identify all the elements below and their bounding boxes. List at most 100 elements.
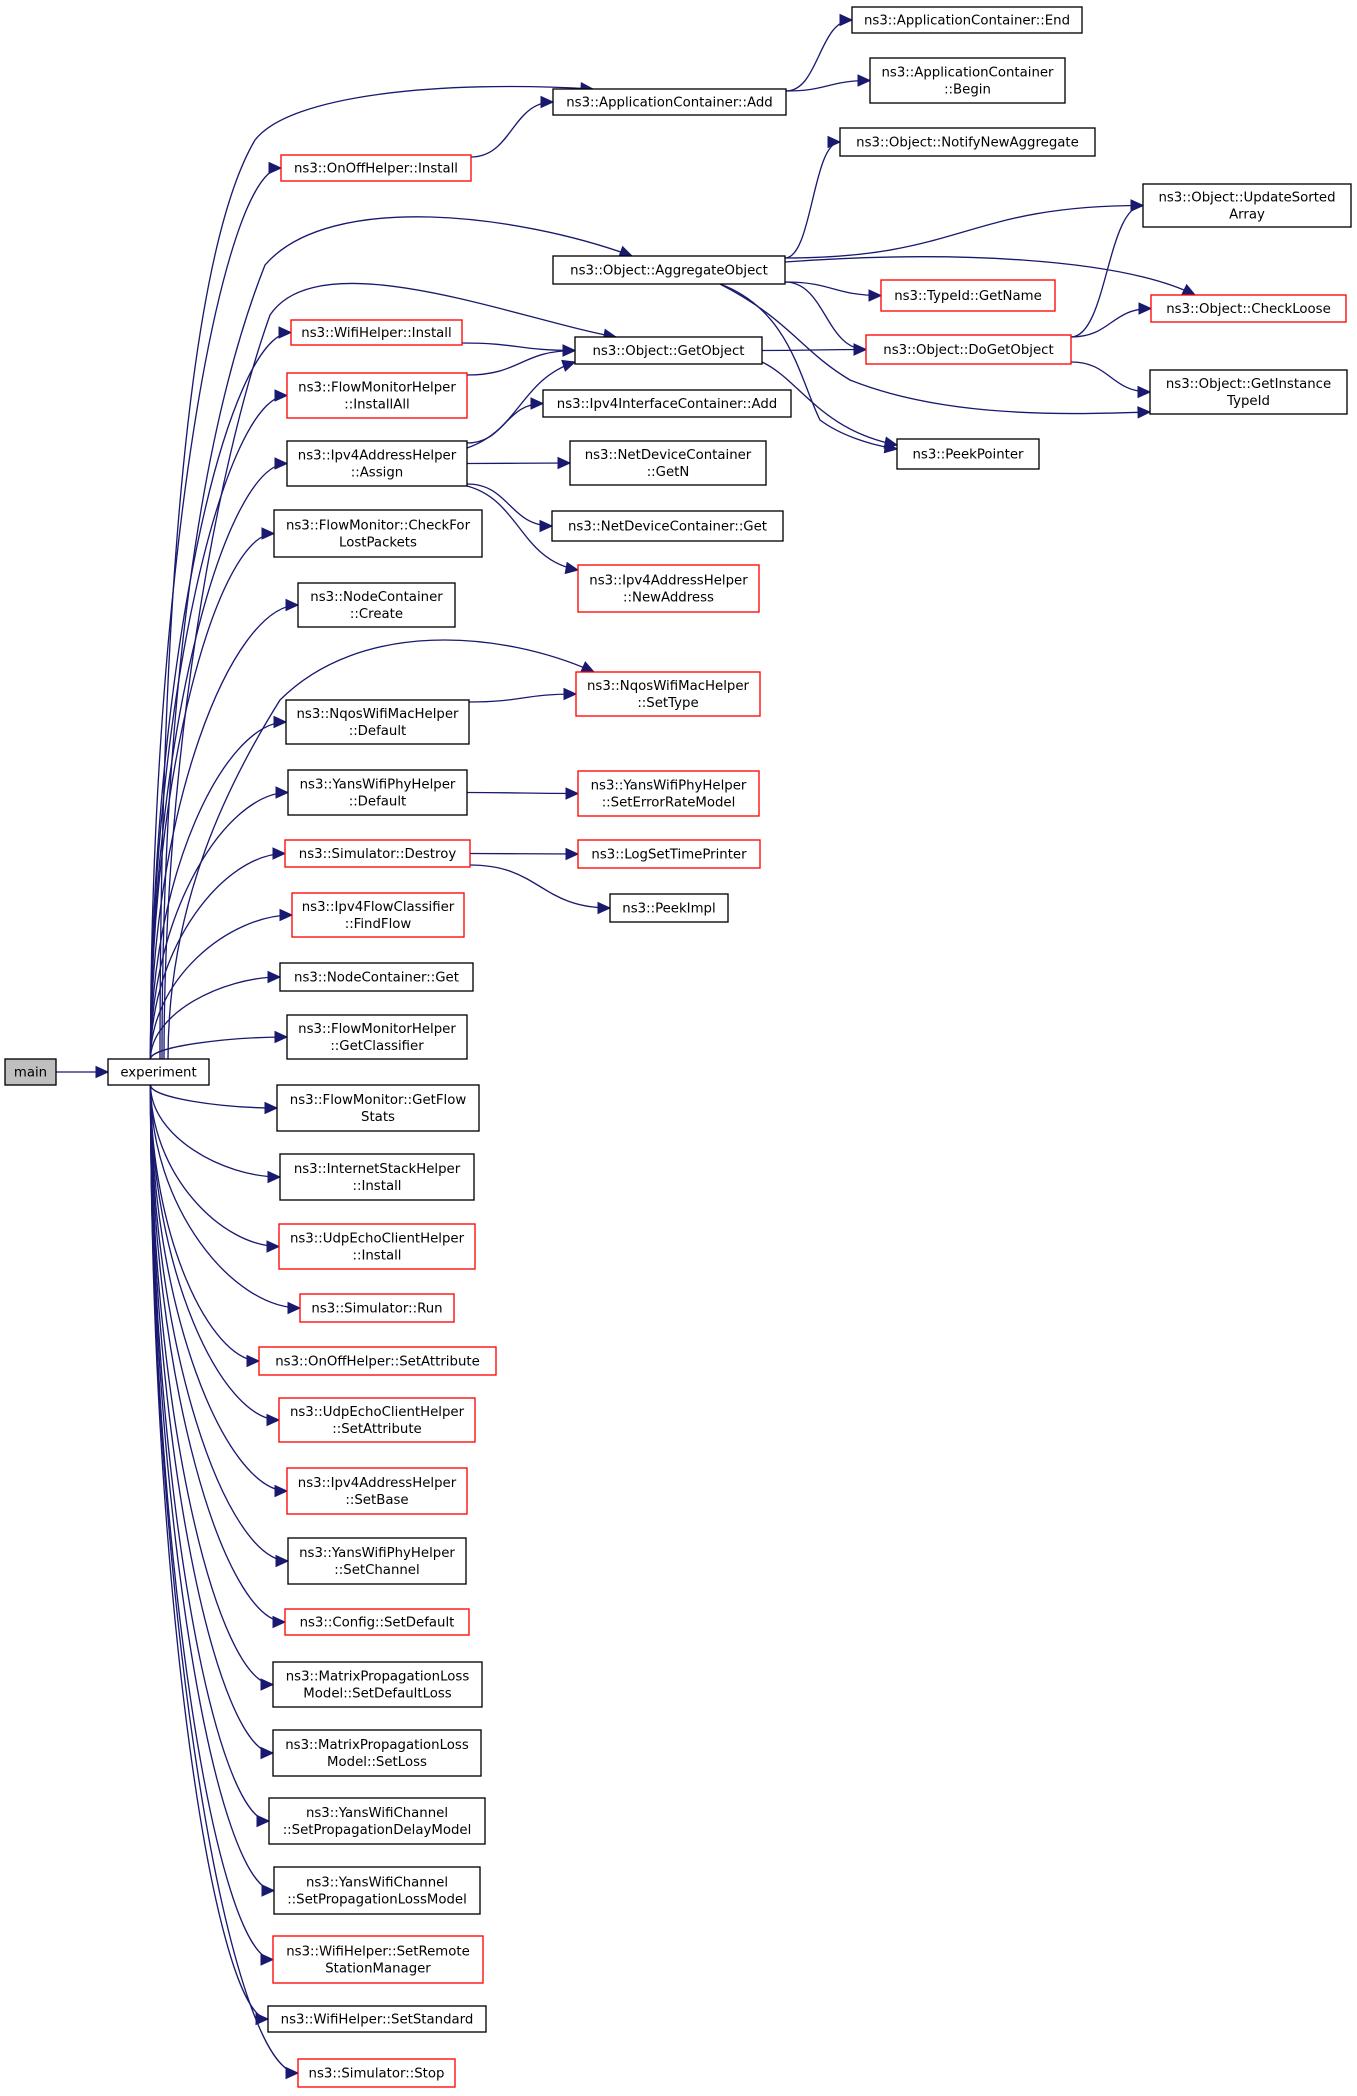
node-obj-checkloose[interactable]: ns3::Object::CheckLoose xyxy=(1150,294,1347,323)
edge-line xyxy=(149,1084,270,1822)
node-ndc-getn[interactable]: ns3::NetDeviceContainer::GetN xyxy=(569,440,767,486)
node-onoff-install[interactable]: ns3::OnOffHelper::Install xyxy=(280,154,472,182)
node-onoff-setattr[interactable]: ns3::OnOffHelper::SetAttribute xyxy=(258,1346,497,1376)
edge-wifi_install-to-obj_getobject xyxy=(461,342,577,357)
node-label: ns3::FlowMonitorHelper xyxy=(298,1022,456,1037)
node-label: ns3::ApplicationContainer::Add xyxy=(566,96,773,111)
node-label: ns3::OnOffHelper::SetAttribute xyxy=(275,1355,480,1370)
node-fmh-getclassifier[interactable]: ns3::FlowMonitorHelper::GetClassifier xyxy=(286,1014,468,1060)
node-label: ns3::FlowMonitorHelper xyxy=(298,381,456,396)
node-label: ns3::PeekImpl xyxy=(622,902,715,917)
arrowhead-icon xyxy=(285,598,300,612)
node-label: ::SetErrorRateModel xyxy=(602,796,736,811)
node-label: ns3::FlowMonitor::GetFlow xyxy=(290,1093,467,1108)
node-label: ::SetChannel xyxy=(334,1563,419,1578)
node-peekimpl[interactable]: ns3::PeekImpl xyxy=(609,893,729,923)
node-yans-seterr[interactable]: ns3::YansWifiPhyHelper::SetErrorRateMode… xyxy=(577,770,760,817)
node-experiment[interactable]: experiment xyxy=(107,1058,210,1086)
edge-line xyxy=(468,693,577,703)
node-ipv4ah-newaddr[interactable]: ns3::Ipv4AddressHelper::NewAddress xyxy=(577,564,760,613)
node-label: ns3::YansWifiChannel xyxy=(306,1806,448,1821)
node-label: ::SetPropagationLossModel xyxy=(287,1893,467,1908)
edge-line xyxy=(785,79,871,92)
node-nc-create[interactable]: ns3::NodeContainer::Create xyxy=(297,582,456,628)
node-box xyxy=(577,564,760,613)
node-label: ::SetBase xyxy=(345,1493,408,1508)
node-wifi-setstandard[interactable]: ns3::WifiHelper::SetStandard xyxy=(267,2005,487,2033)
edge-ac_add-to-ac_end xyxy=(785,13,854,92)
edge-experiment-to-onoff_setattr xyxy=(149,1084,261,1368)
node-yans-default[interactable]: ns3::YansWifiPhyHelper::Default xyxy=(287,769,468,816)
node-sim-run[interactable]: ns3::Simulator::Run xyxy=(299,1293,455,1323)
node-ywc-setloss[interactable]: ns3::YansWifiChannel::SetPropagationLoss… xyxy=(273,1866,481,1915)
node-ndc-get[interactable]: ns3::NetDeviceContainer::Get xyxy=(551,510,784,542)
node-label: ns3::Ipv4AddressHelper xyxy=(298,1476,457,1491)
node-ywc-setdelay[interactable]: ns3::YansWifiChannel::SetPropagationDela… xyxy=(268,1797,486,1845)
arrowhead-icon xyxy=(564,561,580,575)
node-logsettime[interactable]: ns3::LogSetTimePrinter xyxy=(577,839,761,869)
node-box xyxy=(297,582,456,628)
node-label: ns3::WifiHelper::Install xyxy=(301,326,451,341)
node-main[interactable]: main xyxy=(4,1058,57,1086)
node-obj-dogetobject[interactable]: ns3::Object::DoGetObject xyxy=(865,334,1072,365)
node-obj-aggregate[interactable]: ns3::Object::AggregateObject xyxy=(552,255,786,285)
node-fmh-installall[interactable]: ns3::FlowMonitorHelper::InstallAll xyxy=(286,372,468,419)
node-box xyxy=(551,510,784,542)
node-ish-install[interactable]: ns3::InternetStackHelper::Install xyxy=(279,1153,475,1201)
node-obj-notify[interactable]: ns3::Object::NotifyNewAggregate xyxy=(839,127,1096,157)
node-ac-end[interactable]: ns3::ApplicationContainer::End xyxy=(851,6,1083,34)
node-sim-destroy[interactable]: ns3::Simulator::Destroy xyxy=(284,839,471,868)
edge-obj_aggregate-to-obj_update xyxy=(784,199,1145,259)
edge-line xyxy=(149,394,288,1060)
arrowhead-icon xyxy=(274,389,289,402)
node-typeid-getname[interactable]: ns3::TypeId::GetName xyxy=(880,279,1056,312)
node-peekpointer[interactable]: ns3::PeekPointer xyxy=(896,438,1040,470)
node-config-setdefault[interactable]: ns3::Config::SetDefault xyxy=(284,1608,470,1636)
edge-obj_aggregate-to-peekpointer xyxy=(719,283,899,454)
node-box xyxy=(285,699,470,745)
node-box xyxy=(297,2058,456,2088)
node-label: ns3::Object::CheckLoose xyxy=(1166,302,1331,317)
node-ipv4fc-findflow[interactable]: ns3::Ipv4FlowClassifier::FindFlow xyxy=(291,892,465,938)
node-label: ns3::OnOffHelper::Install xyxy=(294,162,458,177)
node-udp-install[interactable]: ns3::UdpEchoClientHelper::Install xyxy=(278,1223,476,1270)
node-yans-setchannel[interactable]: ns3::YansWifiPhyHelper::SetChannel xyxy=(287,1537,467,1585)
node-obj-getobject[interactable]: ns3::Object::GetObject xyxy=(574,336,763,365)
node-nqos-default[interactable]: ns3::NqosWifiMacHelper::Default xyxy=(285,699,470,745)
node-nqos-settype[interactable]: ns3::NqosWifiMacHelper::SetType xyxy=(575,671,761,717)
node-wifi-install[interactable]: ns3::WifiHelper::Install xyxy=(290,319,463,346)
arrowhead-icon xyxy=(260,1953,275,1966)
node-label: ns3::ApplicationContainer xyxy=(881,66,1054,81)
edge-experiment-to-mplm_setdefaultloss xyxy=(149,1084,275,1691)
node-label: ns3::Object::NotifyNewAggregate xyxy=(856,136,1079,151)
node-nc-get[interactable]: ns3::NodeContainer::Get xyxy=(279,962,474,992)
node-box xyxy=(280,154,472,182)
edges-layer xyxy=(56,13,1197,2080)
node-udp-setattr[interactable]: ns3::UdpEchoClientHelper::SetAttribute xyxy=(278,1397,476,1443)
edge-line xyxy=(719,283,898,450)
arrowhead-icon xyxy=(561,359,577,372)
node-sim-stop[interactable]: ns3::Simulator::Stop xyxy=(297,2058,456,2088)
node-ac-begin[interactable]: ns3::ApplicationContainer::Begin xyxy=(869,57,1066,104)
nodes-layer: main experiment ns3::ApplicationContainer:… xyxy=(4,6,1352,2088)
node-label: ns3::Simulator::Run xyxy=(311,1302,442,1317)
edge-line xyxy=(149,1084,274,1754)
node-mplm-setdefaultloss[interactable]: ns3::MatrixPropagationLossModel::SetDefa… xyxy=(272,1661,483,1708)
node-ac-add[interactable]: ns3::ApplicationContainer::Add xyxy=(552,88,787,116)
edge-experiment-to-ywc_setdelay xyxy=(149,1084,271,1828)
edge-fmh_installall-to-obj_getobject xyxy=(466,344,577,376)
node-ipv4ic-add[interactable]: ns3::Ipv4InterfaceContainer::Add xyxy=(542,389,792,418)
node-label: ns3::ApplicationContainer::End xyxy=(864,14,1070,29)
edge-line xyxy=(785,19,853,92)
edge-line xyxy=(466,462,571,465)
edge-line xyxy=(149,1084,274,1686)
node-ipv4ah-assign[interactable]: ns3::Ipv4AddressHelper::Assign xyxy=(286,440,468,487)
node-ipv4ah-setbase[interactable]: ns3::Ipv4AddressHelper::SetBase xyxy=(286,1467,468,1515)
arrowhead-icon xyxy=(272,847,287,860)
